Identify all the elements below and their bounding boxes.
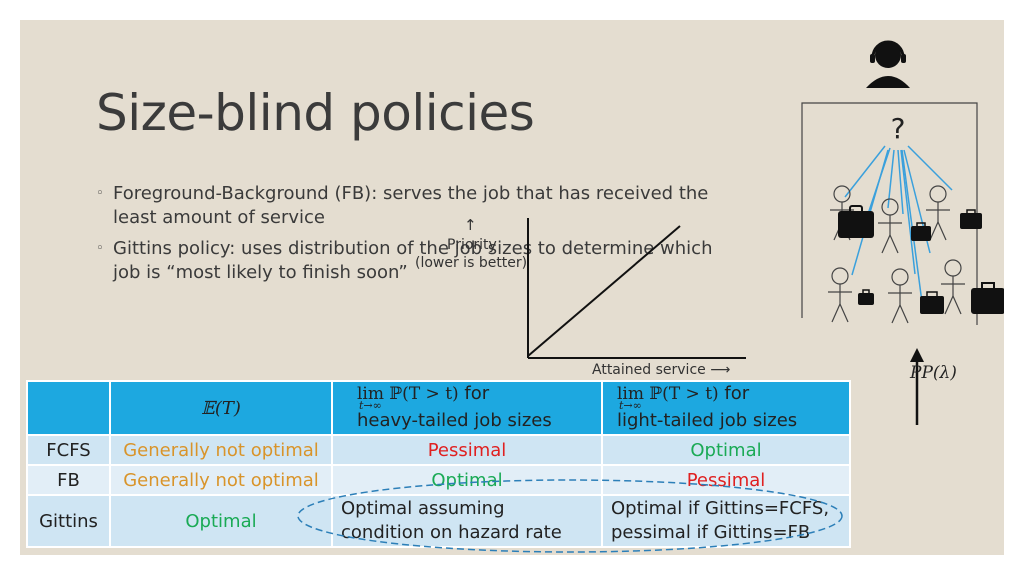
header-empty-cell: [26, 380, 111, 436]
table-row: FB Generally not optimal Optimal Pessima…: [26, 464, 851, 496]
customer-icon: [926, 185, 950, 241]
header-expected-time: 𝔼(T): [109, 380, 333, 436]
header-heavy-tailed: lim ℙ(T > t) for t→∞ heavy-tailed job si…: [331, 380, 603, 436]
customer-icon: [941, 259, 965, 315]
plot-y-label: Priority: [447, 237, 497, 253]
highlight-ellipse: [297, 479, 843, 553]
customer-figures: [828, 185, 965, 324]
bullet-symbol: ◦: [96, 241, 104, 256]
policy-name: FB: [26, 464, 111, 496]
briefcase-icon: [858, 293, 874, 305]
expected-time-cell: Generally not optimal: [109, 464, 333, 496]
briefcase-icon: [920, 296, 944, 314]
customer-icon: [878, 198, 902, 254]
bullet-text: Gittins policy: uses distribution of the…: [113, 238, 713, 283]
queue-diagram: ?: [801, 40, 1004, 425]
plot-x-label: Attained service ⟶: [592, 362, 731, 378]
plot-line: [527, 225, 681, 357]
briefcase-icon: [838, 211, 874, 238]
arrival-rate-arrow: [910, 348, 924, 425]
header-light-tailed: lim ℙ(T > t) for t→∞ light-tailed job si…: [601, 380, 851, 436]
table-row: Gittins Optimal Optimal assuming conditi…: [26, 494, 851, 548]
light-tail-cell: Optimal: [601, 434, 851, 466]
bullet-symbol: ◦: [96, 186, 104, 201]
plot-up-arrow: ↑: [464, 216, 477, 234]
priority-plot: [527, 218, 746, 359]
briefcase-icons: [838, 205, 1004, 314]
table-row: FCFS Generally not optimal Pessimal Opti…: [26, 434, 851, 466]
expected-time-cell: Generally not optimal: [109, 434, 333, 466]
customer-icon: [828, 267, 852, 323]
policy-name: FCFS: [26, 434, 111, 466]
expected-time-cell: Optimal: [109, 494, 333, 548]
briefcase-icon: [960, 213, 982, 229]
light-tail-cell: Pessimal: [601, 464, 851, 496]
agent-headset-icon: [866, 40, 910, 88]
policy-comparison-table: 𝔼(T) lim ℙ(T > t) for t→∞ heavy-tailed j…: [26, 380, 851, 548]
plot-y-sublabel: (lower is better): [415, 255, 528, 271]
light-tail-cell: Optimal if Gittins=FCFS, pessimal if Git…: [601, 494, 851, 548]
briefcase-icon: [911, 226, 931, 241]
briefcase-icon: [971, 288, 1004, 314]
customer-icon: [888, 268, 912, 324]
arrival-rate-label: PP(λ): [910, 363, 957, 383]
bullet-text: Foreground-Background (FB): serves the j…: [113, 183, 709, 228]
heavy-tail-cell: Optimal assuming condition on hazard rat…: [331, 494, 603, 548]
table-header-row: 𝔼(T) lim ℙ(T > t) for t→∞ heavy-tailed j…: [26, 380, 851, 436]
slide: Size-blind policies ◦ Foreground-Backgro…: [20, 20, 1004, 555]
question-mark: ?: [891, 112, 906, 145]
heavy-tail-cell: Pessimal: [331, 434, 603, 466]
policy-name: Gittins: [26, 494, 111, 548]
slide-title: Size-blind policies: [96, 84, 535, 142]
